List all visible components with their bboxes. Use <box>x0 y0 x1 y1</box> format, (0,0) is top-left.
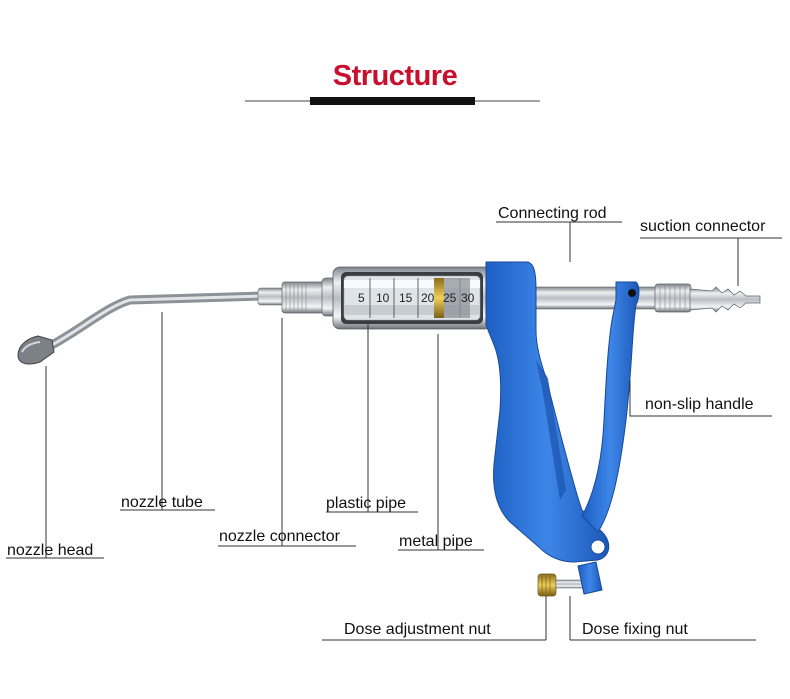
scale-mark: 5 <box>358 291 365 305</box>
label-connecting-rod: Connecting rod <box>498 205 607 222</box>
nozzle-connector <box>257 277 337 317</box>
dose-nuts <box>537 561 603 597</box>
label-nozzle-head: nozzle head <box>7 542 94 559</box>
scale-mark: 20 <box>421 291 435 305</box>
leader-plastic-pipe <box>326 322 418 513</box>
leader-metal-pipe <box>398 334 484 551</box>
label-plastic-pipe: plastic pipe <box>326 495 407 512</box>
leader-nozzle-head <box>6 366 104 559</box>
nozzle-head <box>17 335 55 365</box>
leader-lines <box>6 221 782 641</box>
diagram-title: Structure <box>332 60 458 92</box>
pistol-grip <box>485 261 610 563</box>
scale-mark: 25 <box>443 291 457 305</box>
scale-mark: 15 <box>399 291 413 305</box>
nozzle-tube <box>45 291 267 351</box>
scale-mark: 10 <box>376 291 390 305</box>
leader-suction-connector <box>640 237 739 286</box>
label-nozzle-connector: nozzle connector <box>219 528 340 545</box>
leader-non-slip-handle <box>629 380 772 417</box>
scale-numbers: 5 10 15 20 25 30 <box>358 291 475 305</box>
title-underline <box>245 97 540 105</box>
scale-mark: 30 <box>461 291 475 305</box>
leader-connecting-rod <box>496 221 571 262</box>
label-nozzle-tube: nozzle tube <box>121 494 203 511</box>
leader-nozzle-tube <box>120 312 215 511</box>
leader-nozzle-connector <box>218 318 356 547</box>
plastic-pipe <box>343 275 481 321</box>
non-slip-handle <box>581 281 640 533</box>
label-metal-pipe: metal pipe <box>399 533 473 550</box>
suction-connector <box>654 283 761 313</box>
label-dose-adjustment-nut: Dose adjustment nut <box>344 621 491 638</box>
label-dose-fixing-nut: Dose fixing nut <box>582 621 688 638</box>
label-suction-connector: suction connector <box>640 218 766 235</box>
label-non-slip-handle: non-slip handle <box>645 396 754 413</box>
